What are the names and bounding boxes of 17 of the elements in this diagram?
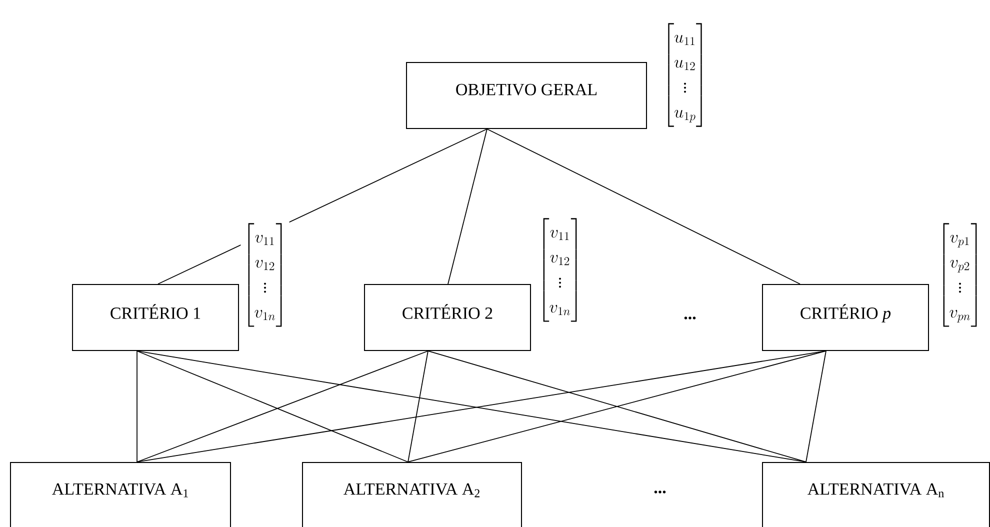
weight-vector: $\begin{bmatrix}v_{p1}\\v_{p2}\\\vdots\\v_{pn}\end{bmatrix}$ xyxy=(936,221,984,329)
weight-vector: $\begin{bmatrix}v_{11}\\v_{12}\\\vdots\\v_{1n}\end{bmatrix}$ xyxy=(536,216,584,324)
ellipsis: ... xyxy=(684,316,696,320)
weight-vector: $\begin{bmatrix}u_{11}\\u_{12}\\\vdots\\u_{1p}\end{bmatrix}$ xyxy=(660,21,710,129)
connector-line xyxy=(136,350,138,462)
weight-vector: $\begin{bmatrix}v_{11}\\v_{12}\\\vdots\\v_{1n}\end{bmatrix}$ xyxy=(240,221,290,329)
connector-line xyxy=(806,350,826,462)
connector-line xyxy=(448,128,488,284)
alternative-box: ALTERNATIVA A$_{n}$ xyxy=(762,462,990,527)
criterion-box: CRITÉRIO 2 xyxy=(364,284,531,351)
alternative-box: ALTERNATIVA A$_{2}$ xyxy=(302,462,522,527)
goal-box: OBJETIVO GERAL xyxy=(406,62,647,129)
criterion-box: CRITÉRIO p xyxy=(762,284,929,351)
alternative-box: ALTERNATIVA A$_{1}$ xyxy=(10,462,231,527)
connector-line xyxy=(486,128,800,284)
connector-line xyxy=(408,350,428,462)
ellipsis: ... xyxy=(654,490,666,494)
